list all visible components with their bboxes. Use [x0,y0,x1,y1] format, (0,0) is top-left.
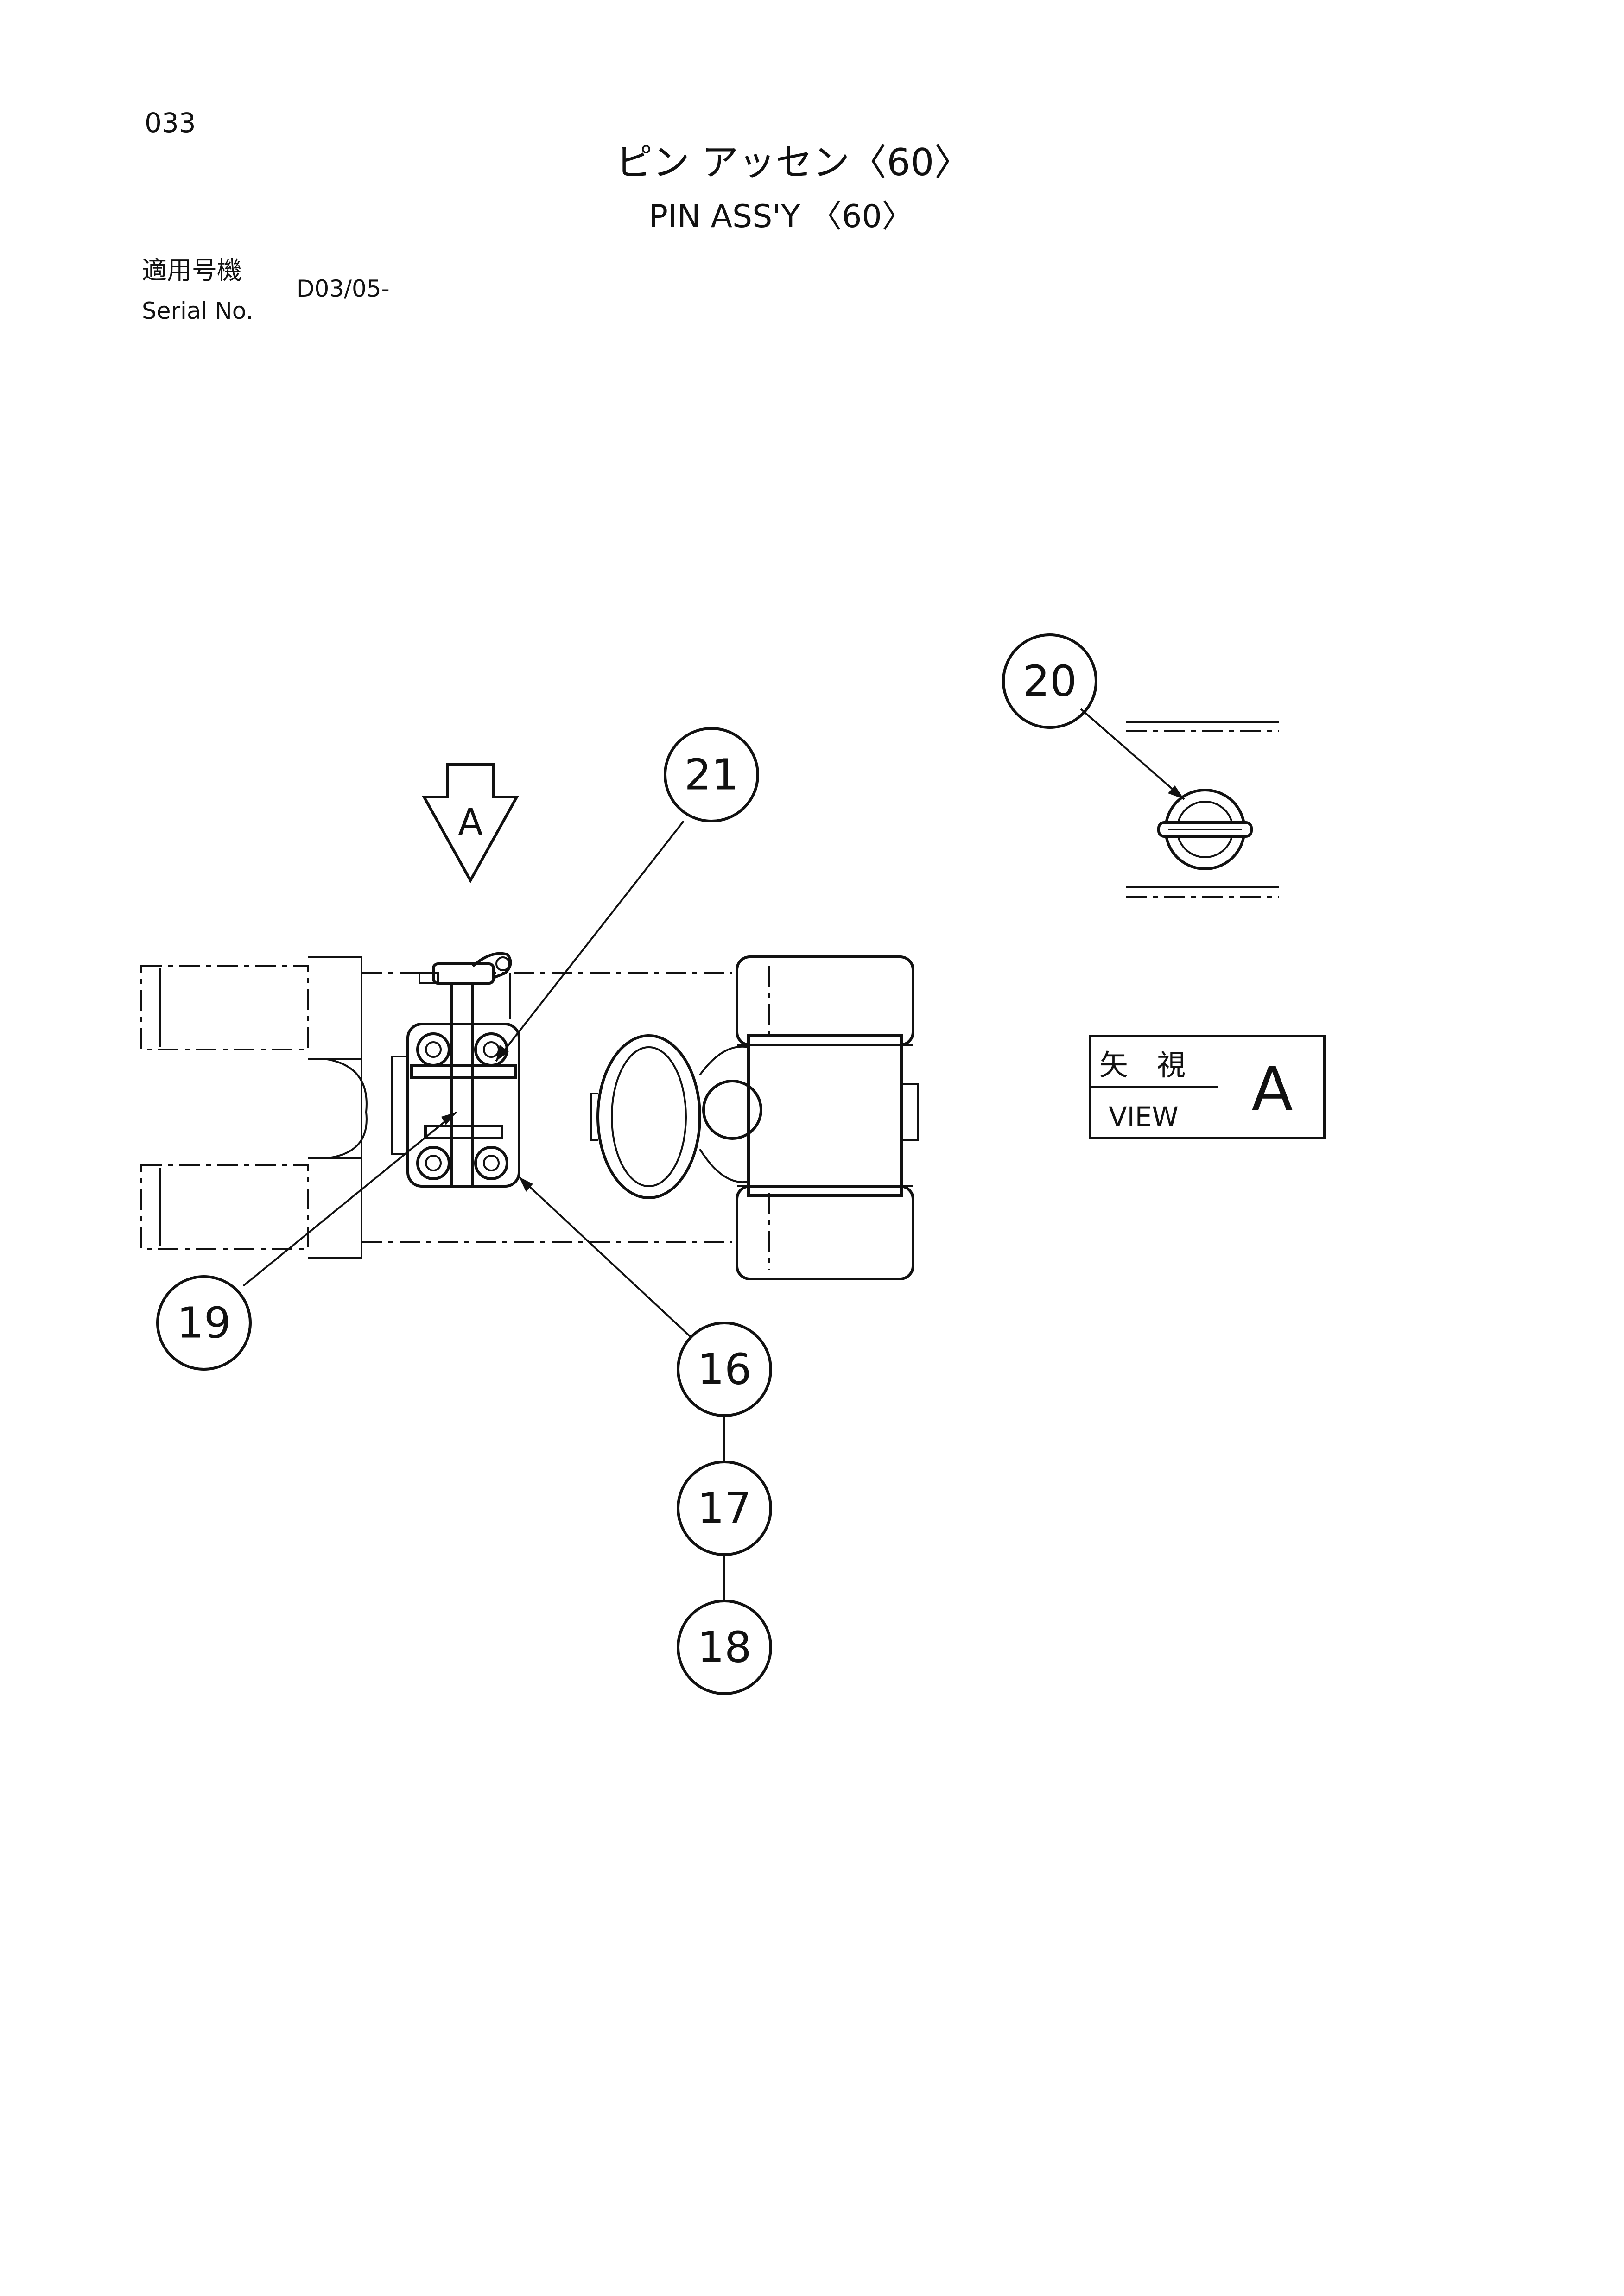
view-label-japanese: 矢 視 [1099,1048,1186,1082]
callout-label: 21 [684,750,738,800]
leader-lines [242,708,1185,1601]
callout-label: 20 [1022,657,1077,706]
callout-20: 20 [1002,633,1097,729]
serial-label-english: Serial No. [142,297,253,324]
callout-label: 16 [697,1345,751,1394]
serial-value: D03/05- [297,275,390,302]
callout-label: 19 [177,1298,231,1348]
view-direction-arrow: A [421,763,520,884]
callout-label: 17 [697,1484,751,1533]
title-japanese: ピン アッセン〈60〉 [615,141,971,184]
view-arrow-letter: A [458,802,482,843]
callout-17: 17 [677,1461,772,1556]
view-a-legend: 矢 視 VIEW A [1089,1035,1326,1139]
detail-pin-end-view [1126,721,1279,898]
view-label-english: VIEW [1109,1101,1179,1132]
callout-16: 16 [677,1322,772,1417]
callout-19: 19 [156,1275,252,1371]
page-number: 033 [145,107,196,139]
main-assembly-drawing [140,952,919,1280]
callout-21: 21 [664,727,759,822]
title-english: PIN ASS'Y 〈60〉 [649,198,914,235]
callout-label: 18 [697,1623,751,1672]
callout-18: 18 [677,1600,772,1695]
view-letter: A [1252,1054,1293,1124]
serial-label-japanese: 適用号機 [142,256,242,285]
